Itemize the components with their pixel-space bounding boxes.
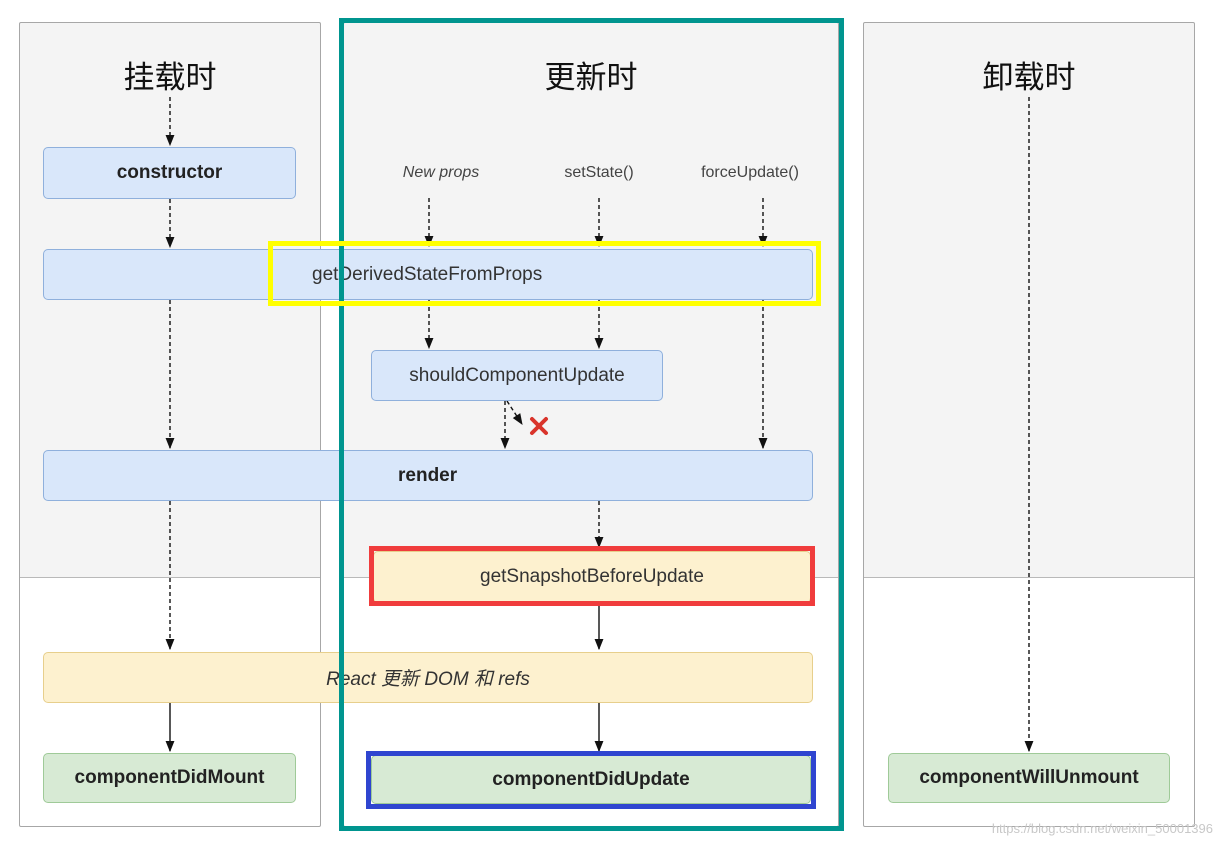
did-update-box: componentDidUpdate xyxy=(371,755,811,804)
highlight-did-update xyxy=(366,751,816,809)
will-unmount-box: componentWillUnmount xyxy=(888,753,1170,803)
render-box: render xyxy=(43,450,813,501)
should-update-box: shouldComponentUpdate xyxy=(371,350,663,401)
phase-divider xyxy=(20,577,320,578)
highlight-get-snapshot xyxy=(369,546,815,606)
get-snapshot-box: getSnapshotBeforeUpdate xyxy=(373,551,811,603)
react-updates-dom-box: React 更新 DOM 和 refs xyxy=(43,652,813,703)
watermark: https://blog.csdn.net/weixin_50001396 xyxy=(991,821,1213,836)
highlight-get-derived-state xyxy=(268,241,821,306)
column-title-unmounting: 卸载时 xyxy=(982,60,1076,96)
cross-icon xyxy=(530,417,548,435)
trigger-new-props: New props xyxy=(402,164,480,181)
get-derived-state-box: getDerivedStateFromProps xyxy=(43,249,813,300)
column-title-updating: 更新时 xyxy=(544,60,638,96)
did-mount-box: componentDidMount xyxy=(43,753,296,803)
arrow-scu-cancel xyxy=(506,400,523,425)
constructor-box: constructor xyxy=(43,147,296,199)
phase-divider xyxy=(864,577,1194,578)
trigger-force-update: forceUpdate() xyxy=(701,164,799,181)
column-title-mounting: 挂载时 xyxy=(123,60,217,96)
render-label: render xyxy=(398,464,458,486)
highlight-updating-column xyxy=(339,18,844,831)
trigger-set-state: setState() xyxy=(564,164,634,181)
get-derived-state-label: getDerivedStateFromProps xyxy=(312,263,543,285)
